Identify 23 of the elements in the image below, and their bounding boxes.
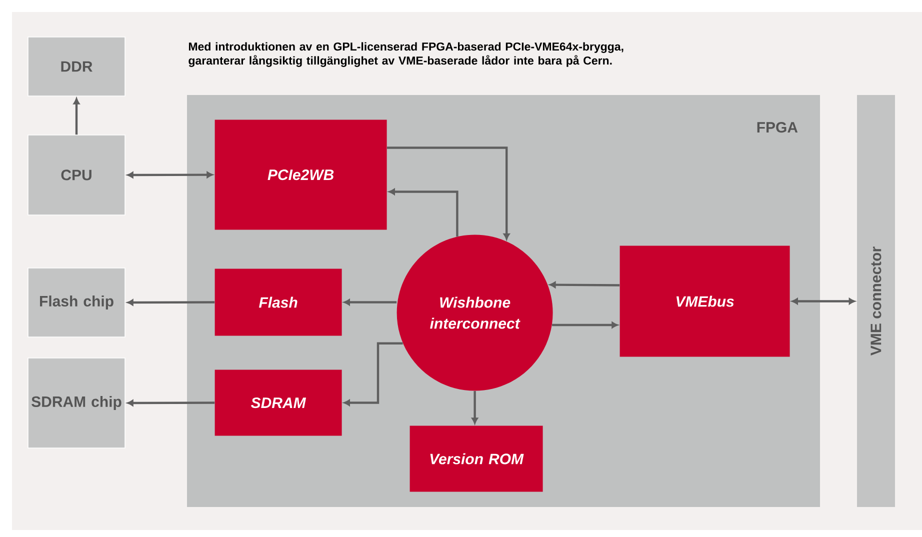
arrow [127, 400, 215, 406]
arrow [387, 146, 510, 240]
arrow [344, 299, 397, 306]
module-box: Version ROM [410, 426, 543, 492]
arrow [127, 299, 215, 306]
chip-box: CPU [28, 134, 126, 216]
arrow [344, 342, 403, 406]
module-box: Flash [214, 268, 342, 336]
arrow [127, 172, 213, 178]
arrow [552, 322, 618, 328]
title: Med introduktionen av en GPL-licenserad FPGA-baserad PCIe-VME64x-brygga, garanterar långsiktig tillgänglighet av VME-baserade lådor inte bara på Cern. [188, 42, 624, 67]
chip-box: DDR [28, 36, 126, 96]
arrow [73, 98, 80, 135]
module-box: VMEbus [620, 246, 790, 357]
arrow [550, 282, 620, 288]
arrow [388, 188, 458, 237]
chip-box: SDRAM chip [28, 358, 126, 448]
connector-bar: VME connector [857, 95, 895, 507]
arrow [792, 298, 856, 304]
arrow [472, 390, 478, 424]
chip-box: Flash chip [28, 268, 126, 338]
module-box: SDRAM [214, 370, 342, 436]
module-box: PCIe2WB [214, 120, 387, 230]
